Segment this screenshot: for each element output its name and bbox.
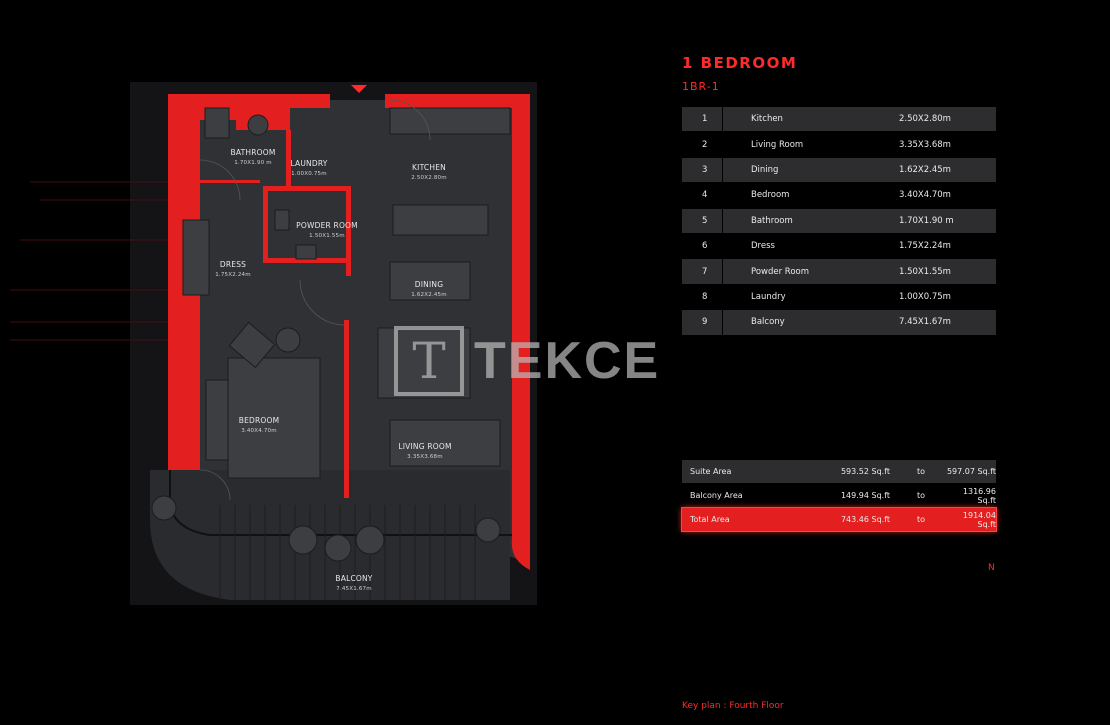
table-row: 9 Balcony 7.45X1.67m (682, 310, 996, 335)
area-label: Balcony Area (690, 491, 743, 500)
table-row: 7 Powder Room 1.50X1.55m (682, 259, 996, 284)
unit-code: 1BR-1 (682, 80, 720, 93)
table-row: 8 Laundry 1.00X0.75m (682, 284, 996, 310)
laundry-name: LAUNDRY (290, 159, 328, 168)
tekce-logo-icon: T (394, 326, 464, 396)
dress-name: DRESS (219, 260, 247, 269)
area-to-word: to (916, 467, 926, 476)
table-row: 1 Kitchen 2.50X2.80m (682, 107, 996, 132)
plan-label-dress: DRESS 1.75X2.24m (215, 260, 251, 278)
table-row: 5 Bathroom 1.70X1.90 m (682, 208, 996, 233)
floor-plan-drawing (10, 82, 537, 605)
room-name: Powder Room (751, 266, 810, 277)
kitchen-dim: 2.50X2.80m (411, 175, 447, 181)
bedroom-dim: 3.40X4.70m (241, 428, 277, 434)
powder-room-name: POWDER ROOM (296, 221, 358, 230)
room-size: 2.50X2.80m (899, 114, 951, 125)
plan-label-balcony: BALCONY 7.45X1.67m (335, 574, 372, 592)
room-name: Balcony (751, 317, 785, 328)
room-size: 1.50X1.55m (899, 266, 951, 277)
balcony-name: BALCONY (335, 574, 373, 583)
living-room-name: LIVING ROOM (398, 442, 452, 451)
room-size: 1.00X0.75m (899, 291, 951, 302)
living-room-dim: 3.35X3.68m (407, 454, 443, 460)
watermark-letter: T (412, 332, 446, 390)
area-from: 743.46 Sq.ft (840, 515, 890, 524)
row-number: 8 (702, 291, 708, 302)
plan-label-powder-room: POWDER ROOM 1.50X1.55m (296, 221, 358, 239)
powder-room-dim: 1.50X1.55m (309, 233, 345, 239)
room-name: Dining (751, 164, 779, 175)
balcony-dim: 7.45X1.67m (336, 586, 372, 592)
area-row-suite: Suite Area 593.52 Sq.ft to 597.07 Sq.ft (682, 460, 996, 483)
room-size: 7.45X1.67m (899, 317, 951, 328)
key-plan-label: Key plan : Fourth Floor (682, 701, 784, 711)
watermark-text: TEKCE (474, 332, 661, 390)
plan-label-dining: DINING 1.62X2.45m (411, 280, 447, 298)
table-row: 6 Dress 1.75X2.24m (682, 233, 996, 259)
dining-name: DINING (414, 280, 444, 289)
room-name: Dress (751, 241, 775, 252)
table-row: 2 Living Room 3.35X3.68m (682, 132, 996, 157)
plan-label-laundry: LAUNDRY 1.00X0.75m (290, 159, 327, 177)
rooms-table: 1 Kitchen 2.50X2.80m 2 Living Room 3.35X… (682, 107, 996, 336)
row-number: 5 (702, 215, 708, 226)
area-from: 149.94 Sq.ft (840, 491, 890, 500)
room-name: Living Room (751, 139, 804, 150)
row-number: 6 (702, 241, 708, 252)
row-number: 4 (702, 190, 708, 201)
row-number: 9 (702, 317, 708, 328)
laundry-dim: 1.00X0.75m (291, 171, 327, 177)
room-size: 1.75X2.24m (899, 241, 951, 252)
plan-label-bedroom: BEDROOM 3.40X4.70m (239, 416, 280, 434)
area-row-balcony: Balcony Area 149.94 Sq.ft to 1316.96 Sq.… (682, 484, 996, 507)
room-name: Kitchen (751, 114, 783, 125)
area-to: 1316.96 Sq.ft (962, 486, 996, 505)
bathroom-name: BATHROOM (230, 148, 276, 157)
table-row: 3 Dining 1.62X2.45m (682, 157, 996, 183)
area-from: 593.52 Sq.ft (840, 467, 890, 476)
room-size: 3.40X4.70m (899, 190, 951, 201)
room-size: 3.35X3.68m (899, 139, 951, 150)
area-label: Suite Area (690, 467, 732, 476)
kitchen-name: KITCHEN (412, 163, 446, 172)
area-table: Suite Area 593.52 Sq.ft to 597.07 Sq.ft … (681, 460, 997, 532)
area-to: 597.07 Sq.ft (946, 467, 996, 476)
area-row-total: Total Area 743.46 Sq.ft to 1914.04 Sq.ft (681, 507, 997, 532)
area-to: 1914.04 Sq.ft (962, 510, 996, 529)
room-name: Laundry (751, 291, 786, 302)
row-number: 2 (702, 139, 708, 150)
plan-label-bathroom: BATHROOM 1.70X1.90 m (230, 148, 275, 166)
north-compass-label: N (988, 563, 995, 573)
floor-plan: BATHROOM 1.70X1.90 m LAUNDRY 1.00X0.75m … (10, 82, 537, 605)
plan-label-living-room: LIVING ROOM 3.35X3.68m (398, 442, 451, 460)
bedroom-name: BEDROOM (238, 416, 280, 425)
row-number: 1 (702, 114, 708, 125)
dress-dim: 1.75X2.24m (215, 272, 251, 278)
table-row: 4 Bedroom 3.40X4.70m (682, 183, 996, 208)
area-to-word: to (916, 515, 926, 524)
unit-type-title: 1 BEDROOM (682, 54, 798, 72)
room-size: 1.70X1.90 m (899, 215, 954, 226)
plan-label-kitchen: KITCHEN 2.50X2.80m (411, 163, 447, 181)
room-name: Bathroom (751, 215, 793, 226)
bathroom-dim: 1.70X1.90 m (234, 160, 272, 166)
area-to-word: to (916, 491, 926, 500)
row-number: 7 (702, 266, 708, 277)
area-label: Total Area (690, 515, 730, 524)
tekce-watermark: T TEKCE (394, 322, 660, 400)
dining-dim: 1.62X2.45m (411, 292, 447, 298)
row-number: 3 (702, 164, 708, 175)
room-name: Bedroom (751, 190, 790, 201)
room-size: 1.62X2.45m (899, 164, 951, 175)
